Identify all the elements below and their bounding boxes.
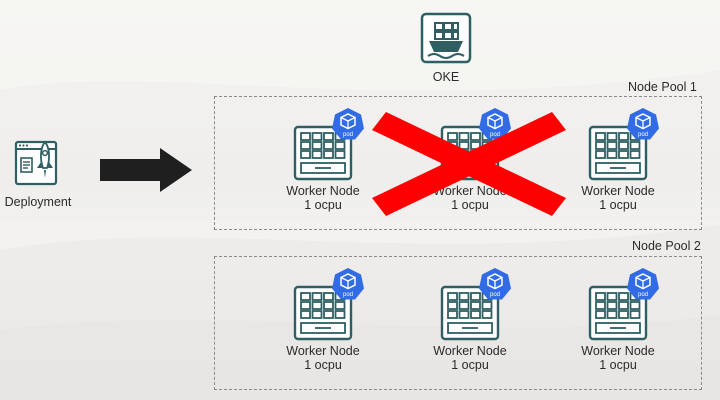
pod-icon: pod bbox=[626, 107, 660, 146]
worker-node-cpu: 1 ocpu bbox=[599, 198, 637, 212]
failure-cross-icon bbox=[372, 112, 566, 223]
pod-icon: pod bbox=[626, 267, 660, 306]
svg-text:pod: pod bbox=[490, 292, 500, 298]
svg-text:pod: pod bbox=[638, 292, 648, 298]
svg-text:pod: pod bbox=[638, 132, 648, 138]
pod-icon: pod bbox=[331, 267, 365, 306]
worker-node-cpu: 1 ocpu bbox=[599, 358, 637, 372]
worker-node-name: Worker Node bbox=[286, 184, 360, 198]
worker-node-cpu: 1 ocpu bbox=[304, 198, 342, 212]
worker-node-server-icon bbox=[293, 285, 353, 346]
worker-node-name: Worker Node bbox=[433, 344, 507, 358]
right-arrow-icon bbox=[98, 146, 194, 199]
worker-node-server-icon bbox=[293, 125, 353, 186]
worker-node-server-icon bbox=[588, 285, 648, 346]
svg-text:pod: pod bbox=[343, 292, 353, 298]
worker-node-name: Worker Node bbox=[286, 344, 360, 358]
worker-node-name: Worker Node bbox=[581, 184, 655, 198]
worker-node-cpu: 1 ocpu bbox=[451, 358, 489, 372]
svg-text:pod: pod bbox=[490, 132, 500, 138]
pod-icon: pod bbox=[478, 267, 512, 306]
worker-node-name: Worker Node bbox=[581, 344, 655, 358]
node-pool-1-title: Node Pool 1 bbox=[628, 80, 697, 94]
pod-icon: pod bbox=[331, 107, 365, 146]
worker-node-cpu: 1 ocpu bbox=[451, 198, 489, 212]
node-pool-1 bbox=[214, 96, 702, 230]
oke-label: OKE bbox=[432, 70, 460, 84]
deployment-rocket-icon bbox=[14, 138, 60, 188]
worker-node-cpu: 1 ocpu bbox=[304, 358, 342, 372]
deployment-label: Deployment bbox=[4, 195, 72, 209]
worker-node-name: Worker Node bbox=[433, 184, 507, 198]
pod-icon: pod bbox=[478, 107, 512, 146]
worker-node-server-icon bbox=[440, 285, 500, 346]
node-pool-2 bbox=[214, 256, 702, 390]
svg-text:pod: pod bbox=[343, 132, 353, 138]
node-pool-2-title: Node Pool 2 bbox=[632, 239, 701, 253]
oke-ship-icon bbox=[420, 12, 472, 64]
